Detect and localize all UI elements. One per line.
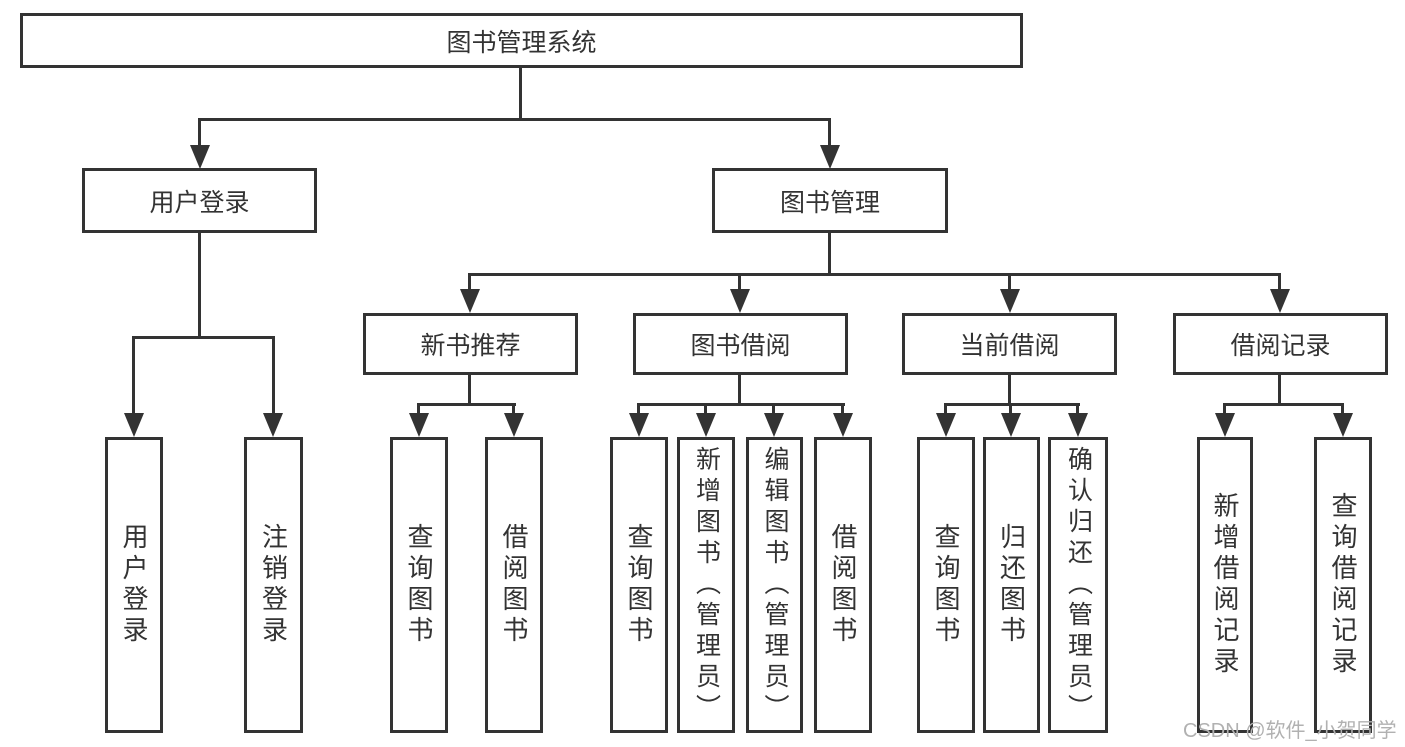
node-label: 新书推荐	[420, 332, 521, 360]
connector-line	[1223, 403, 1344, 406]
leaf-user-login: 用户登录	[105, 437, 163, 733]
arrow-down-icon	[1270, 289, 1290, 313]
connector-line	[1009, 406, 1012, 413]
connector-line	[417, 403, 516, 406]
node-library-system: 图书管理系统	[20, 13, 1023, 68]
connector-line	[637, 406, 640, 413]
arrow-down-icon	[263, 413, 283, 437]
connector-line	[198, 121, 201, 145]
leaf-add-book-admin: 新增图书（管理员）	[677, 437, 735, 733]
arrow-down-icon	[190, 145, 210, 169]
leaf-edit-book-admin: 编辑图书（管理员）	[746, 437, 803, 733]
node-label: 查询图书	[624, 523, 654, 647]
connector-line	[772, 406, 775, 413]
node-new-book-recommendation: 新书推荐	[363, 313, 578, 375]
node-label: 用户登录	[119, 523, 149, 647]
connector-line	[738, 276, 741, 289]
connector-line	[417, 406, 420, 413]
node-label: 借阅图书	[828, 523, 858, 647]
arrow-down-icon	[1000, 289, 1020, 313]
arrow-down-icon	[409, 413, 429, 437]
connector-line	[198, 233, 201, 336]
node-label: 注销登录	[258, 523, 289, 647]
node-label: 图书管理	[779, 188, 880, 217]
connector-line	[738, 375, 741, 403]
watermark: CSDN @软件_小贺同学	[1183, 720, 1397, 742]
connector-line	[132, 339, 135, 413]
connector-line	[512, 406, 515, 413]
connector-line	[468, 375, 471, 403]
leaf-confirm-return-admin: 确认归还（管理员）	[1048, 437, 1108, 733]
arrow-down-icon	[1068, 413, 1088, 437]
node-book-management: 图书管理	[712, 168, 948, 233]
connector-line	[828, 233, 831, 273]
arrow-down-icon	[629, 413, 649, 437]
node-label: 确认归还（管理员）	[1064, 445, 1093, 725]
connector-line	[519, 68, 522, 118]
arrow-down-icon	[1333, 413, 1353, 437]
connector-line	[828, 121, 831, 145]
leaf-borrow-books-2: 借阅图书	[814, 437, 872, 733]
leaf-borrow-books: 借阅图书	[485, 437, 543, 733]
arrow-down-icon	[124, 413, 144, 437]
leaf-add-borrow-record: 新增借阅记录	[1197, 437, 1253, 733]
arrow-down-icon	[820, 145, 840, 169]
arrow-down-icon	[696, 413, 716, 437]
leaf-query-books-2: 查询图书	[610, 437, 668, 733]
connector-line	[841, 406, 844, 413]
connector-line	[198, 118, 831, 121]
leaf-query-books-3: 查询图书	[917, 437, 975, 733]
leaf-logout: 注销登录	[244, 437, 303, 733]
connector-line	[1223, 406, 1226, 413]
arrow-down-icon	[833, 413, 853, 437]
connector-line	[704, 406, 707, 413]
node-label: 查询借阅记录	[1328, 492, 1358, 678]
node-label: 编辑图书（管理员）	[761, 445, 789, 725]
node-label: 新增借阅记录	[1210, 492, 1240, 678]
connector-line	[468, 276, 471, 289]
connector-line	[468, 273, 1281, 276]
node-label: 借阅图书	[499, 523, 529, 647]
node-label: 用户登录	[149, 188, 250, 217]
node-label: 借阅记录	[1230, 332, 1331, 360]
arrow-down-icon	[936, 413, 956, 437]
node-label: 归还图书	[996, 523, 1027, 647]
connector-line	[272, 339, 275, 413]
connector-line	[1008, 375, 1011, 403]
connector-line	[637, 403, 845, 406]
connector-line	[1278, 375, 1281, 403]
arrow-down-icon	[1215, 413, 1235, 437]
node-book-borrowing: 图书借阅	[633, 313, 848, 375]
node-borrowing-records: 借阅记录	[1173, 313, 1388, 375]
node-label: 当前借阅	[959, 332, 1060, 360]
node-label: 查询图书	[931, 523, 961, 647]
leaf-query-borrow-record: 查询借阅记录	[1314, 437, 1372, 733]
node-label: 新增图书（管理员）	[692, 445, 721, 725]
node-label: 图书管理系统	[446, 28, 597, 57]
arrow-down-icon	[504, 413, 524, 437]
leaf-return-books: 归还图书	[983, 437, 1040, 733]
node-label: 查询图书	[404, 523, 434, 647]
arrow-down-icon	[1001, 413, 1021, 437]
node-current-borrowing: 当前借阅	[902, 313, 1117, 375]
connector-line	[132, 336, 275, 339]
arrow-down-icon	[730, 289, 750, 313]
connector-line	[1341, 406, 1344, 413]
connector-line	[944, 403, 1080, 406]
arrow-down-icon	[460, 289, 480, 313]
arrow-down-icon	[764, 413, 784, 437]
connector-line	[1008, 276, 1011, 289]
connector-line	[1278, 276, 1281, 289]
connector-line	[1076, 406, 1079, 413]
node-label: 图书借阅	[690, 332, 791, 360]
leaf-query-books: 查询图书	[390, 437, 448, 733]
connector-line	[944, 406, 947, 413]
node-user-login: 用户登录	[82, 168, 317, 233]
